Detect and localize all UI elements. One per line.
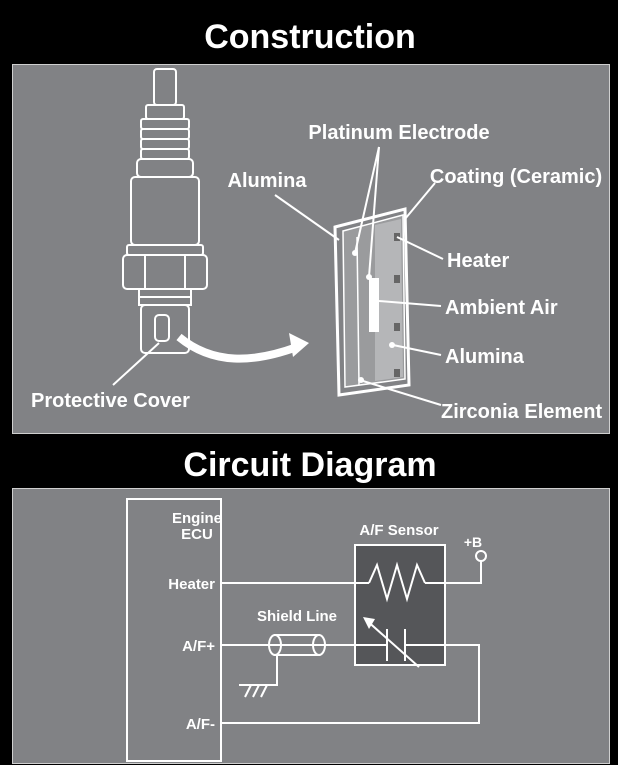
- sensor-ring-2: [140, 128, 190, 140]
- leader-coating: [404, 182, 436, 220]
- construction-panel: Platinum Electrode Alumina Coating (Cera…: [12, 64, 610, 434]
- leader-alumina-right: [392, 344, 442, 356]
- ecu-label-line2: ECU: [181, 526, 213, 543]
- sensor-grommet: [145, 104, 185, 120]
- construction-header: Construction: [12, 10, 608, 64]
- sensor-wire-top: [153, 68, 177, 106]
- label-ambient-air: Ambient Air: [445, 297, 558, 319]
- supply-label: +B: [464, 534, 482, 550]
- sensor-element-section: [333, 207, 411, 397]
- pointer-arrow-shaft: [176, 333, 299, 363]
- leader-ambient: [378, 300, 442, 307]
- af-minus-wire: [221, 644, 480, 724]
- label-zirconia: Zirconia Element: [441, 401, 602, 423]
- cell-variable-arrow: [364, 618, 420, 668]
- label-alumina-top: Alumina: [228, 170, 308, 192]
- af-sensor-label: A/F Sensor: [359, 522, 438, 539]
- circuit-schematic: Engine ECU Heater A/F+ A/F- A/F Sensor +…: [126, 498, 487, 762]
- leader-platinum-1: [354, 146, 380, 254]
- supply-terminal: [475, 550, 487, 562]
- ecu-label-line1: Engine: [172, 510, 222, 527]
- label-protective-cover: Protective Cover: [31, 390, 190, 412]
- zirconia-layer: [356, 236, 360, 386]
- construction-illustration: Platinum Electrode Alumina Coating (Cera…: [31, 68, 602, 423]
- ground-hatch-3: [260, 684, 268, 698]
- sensor-ring-1: [140, 118, 190, 130]
- sensor-thread-1: [138, 288, 192, 298]
- ground-hatch-1: [244, 684, 252, 698]
- label-heater: Heater: [447, 250, 509, 272]
- shield-line: [239, 634, 326, 698]
- signal-circuit: [221, 618, 480, 724]
- af-sensor-probe: [122, 68, 208, 354]
- heater-mark-4: [394, 369, 400, 377]
- af-sensor-box: [354, 544, 446, 666]
- leader-alumina-top: [274, 194, 340, 241]
- ground-hatch-2: [252, 684, 260, 698]
- pin-heater: Heater: [168, 576, 215, 593]
- supply-wire: [425, 561, 482, 584]
- sensor-ring-3: [140, 138, 190, 150]
- label-coating: Coating (Ceramic): [430, 166, 602, 188]
- ecu-box: [126, 498, 222, 762]
- heater-circuit: [221, 550, 487, 603]
- leader-heater: [396, 236, 444, 260]
- sensor-thread-2: [138, 296, 192, 306]
- pointer-arrow-head: [289, 333, 309, 357]
- circuit-panel: Engine ECU Heater A/F+ A/F- A/F Sensor +…: [12, 488, 610, 764]
- heater-mark-3: [394, 323, 400, 331]
- sensor-collar: [136, 158, 194, 178]
- element-alumina-right: [375, 219, 403, 381]
- heater-resistor: [368, 561, 426, 603]
- circuit-header: Circuit Diagram: [12, 438, 608, 492]
- pin-af-plus: A/F+: [182, 638, 215, 655]
- sensor-hex-nut: [122, 254, 208, 290]
- zirconia-dot: [358, 377, 364, 383]
- variable-arrow-head: [363, 617, 375, 629]
- leader-lines: [112, 146, 444, 406]
- label-alumina-right: Alumina: [445, 346, 525, 368]
- alumina-dot: [389, 342, 395, 348]
- cover-slot: [154, 314, 170, 342]
- label-platinum-electrode: Platinum Electrode: [308, 122, 489, 144]
- sensor-ring-4: [140, 148, 190, 160]
- leader-platinum-2: [368, 146, 380, 278]
- shield-line-label: Shield Line: [257, 608, 337, 625]
- pin-af-minus: A/F-: [186, 716, 215, 733]
- leader-zirconia: [362, 380, 442, 406]
- sensor-housing: [130, 176, 200, 246]
- sensor-washer: [126, 244, 204, 256]
- ambient-air-channel: [369, 278, 379, 332]
- heater-mark-2: [394, 275, 400, 283]
- leader-protective-cover: [112, 342, 160, 386]
- shield-ground-wire: [257, 655, 278, 686]
